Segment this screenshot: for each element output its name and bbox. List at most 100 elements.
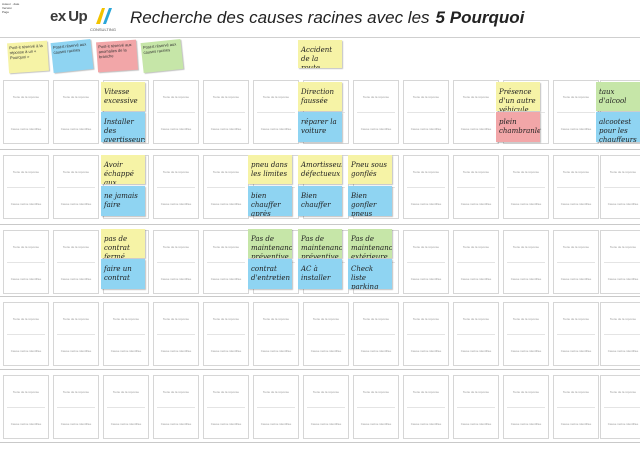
- note-text: Bien chauffer: [301, 192, 331, 209]
- cell-placeholder-answer: Texte de la réponse: [162, 95, 190, 99]
- cell-placeholder-root-cause: Cause racine identifiée: [60, 127, 92, 131]
- sticky-note[interactable]: Bien chauffer: [298, 186, 342, 216]
- sticky-note[interactable]: pneu dans les limites: [248, 155, 292, 184]
- sticky-note[interactable]: Amortisseur défectueux: [298, 155, 342, 184]
- sticky-note[interactable]: Pneu sous gonflés: [348, 155, 392, 184]
- cell-divider: [207, 187, 245, 188]
- document-meta: Auteur · date Version Page: [2, 2, 19, 14]
- sticky-note[interactable]: Check liste parking: [348, 259, 392, 289]
- cell-placeholder-root-cause: Cause racine identifiée: [560, 349, 592, 353]
- sticky-note[interactable]: pas de contrat fermé: [101, 229, 145, 258]
- sticky-note[interactable]: contrat d'entretien: [248, 259, 292, 289]
- cell-divider: [7, 407, 45, 408]
- sticky-note[interactable]: Direction faussée: [298, 82, 342, 111]
- sticky-note[interactable]: taux d'alcool: [596, 82, 640, 111]
- cell-placeholder-root-cause: Cause racine identifiée: [10, 349, 42, 353]
- sticky-note[interactable]: Pas de maintenance préventive: [248, 229, 292, 258]
- row-separator: [0, 296, 640, 297]
- cell-divider: [507, 187, 545, 188]
- cell-divider: [357, 334, 395, 335]
- sticky-note[interactable]: Installer des avertisseurs sonores: [101, 112, 145, 142]
- note-text: pneu dans les limites: [251, 161, 288, 178]
- sticky-note[interactable]: Avoir échappé aux bouchons: [101, 155, 145, 184]
- cell-placeholder-root-cause: Cause racine identifiée: [260, 349, 292, 353]
- sticky-note[interactable]: bien chauffer après utilisation: [248, 186, 292, 216]
- sticky-note[interactable]: alcootest pour les chauffeurs: [596, 112, 640, 142]
- sticky-note[interactable]: Pas de maintenance préventive: [298, 229, 342, 258]
- cell-placeholder-root-cause: Cause racine identifiée: [310, 349, 342, 353]
- sticky-note[interactable]: Accident de la route: [298, 40, 342, 68]
- sticky-note[interactable]: réparer la voiture: [298, 112, 342, 142]
- sticky-note[interactable]: plein chambranle: [496, 112, 540, 142]
- sticky-note[interactable]: AC à installer: [298, 259, 342, 289]
- cell-placeholder-answer: Texte de la réponse: [212, 390, 240, 394]
- note-text: Présence d'un autre véhicule: [499, 88, 536, 111]
- sticky-note[interactable]: ne jamais faire: [101, 186, 145, 216]
- note-text: réparer la voiture: [301, 118, 337, 135]
- logo-mark-icon: [96, 8, 112, 24]
- cell-divider: [57, 334, 95, 335]
- sticky-note[interactable]: Bien gonfler pneus: [348, 186, 392, 216]
- sticky-note[interactable]: faire un contrat: [101, 259, 145, 289]
- sticky-note[interactable]: Pas de maintenance extérieure: [348, 229, 392, 258]
- sticky-note[interactable]: Vitesse excessive: [101, 82, 145, 111]
- note-text: Pas de maintenance extérieure: [351, 235, 392, 258]
- cell-placeholder-root-cause: Cause racine identifiée: [510, 349, 542, 353]
- cell-placeholder-root-cause: Cause racine identifiée: [607, 277, 639, 281]
- sticky-note[interactable]: Présence d'un autre véhicule: [496, 82, 540, 111]
